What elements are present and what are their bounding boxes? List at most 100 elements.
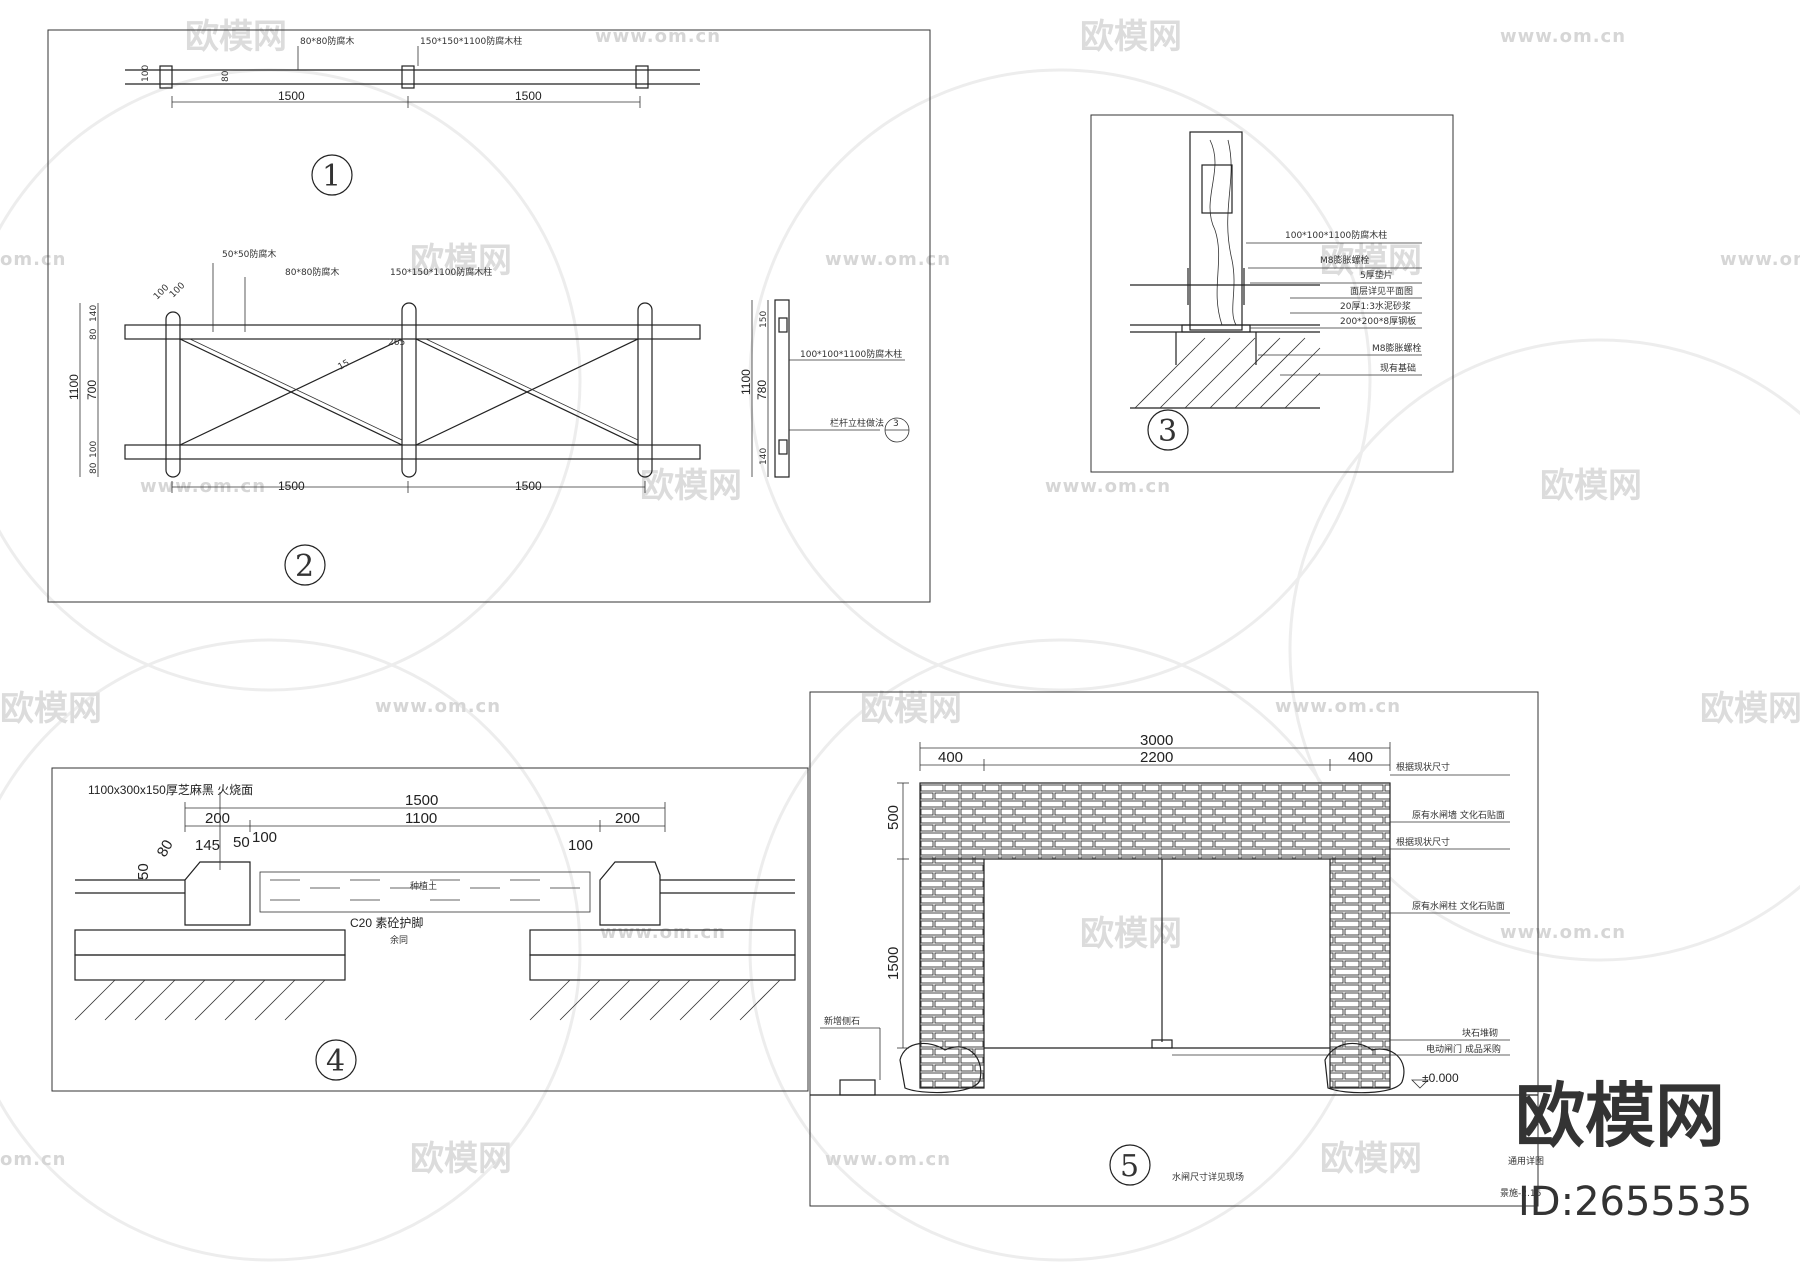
watermark-text: 欧模网 <box>1080 914 1182 954</box>
watermark-url: www.om.cn <box>825 1149 951 1170</box>
callout-text: 电动闸门 成品采购 <box>1426 1043 1501 1055</box>
sheet-number: 景施-2.16 <box>1500 1187 1542 1199</box>
reference-number: 3 <box>893 419 899 429</box>
watermark-text: 欧模网 <box>185 17 287 57</box>
dim-text: 400 <box>938 749 963 766</box>
dim-text: 3000 <box>1140 732 1173 749</box>
dim-text: 140 <box>89 305 99 322</box>
dim-text: 1100 <box>405 810 437 827</box>
frame-detail-3 <box>1090 114 1454 473</box>
dim-text: 50 <box>135 863 152 880</box>
watermark-text: 欧模网 <box>1540 466 1642 506</box>
callout-text: 200*200*8厚钢板 <box>1340 315 1416 327</box>
watermark-url: www.om.cn <box>140 476 266 497</box>
callout-text: 根据现状尺寸 <box>1396 836 1450 848</box>
callout-text: 根据现状尺寸 <box>1396 761 1450 773</box>
dim-text: 15 <box>337 358 352 372</box>
watermark-url: om.cn <box>0 1149 66 1170</box>
callout-text: 20厚1:3水泥砂浆 <box>1340 300 1411 312</box>
dim-text: 1500 <box>515 479 542 493</box>
dim-text: 500 <box>885 805 902 830</box>
brand-logo: 欧模网 <box>1515 1075 1725 1157</box>
callout-text: 5厚垫片 <box>1360 269 1393 281</box>
dim-text: 80 <box>154 837 177 860</box>
watermark-text: 欧模网 <box>0 689 102 729</box>
detail-2-elevation: 1500 1500 1100 700 140 80 100 80 50*50防腐… <box>67 248 910 586</box>
callout-text: 余同 <box>390 934 408 946</box>
watermark-text: 欧模网 <box>860 689 962 729</box>
frame-detail-5 <box>809 691 1539 1207</box>
dim-text: 1500 <box>278 89 305 103</box>
watermark-layer: 欧模网 欧模网 欧模网 欧模网 欧模网 欧模网 欧模网 欧模网 欧模网 欧模网 … <box>0 17 1800 1262</box>
dim-text: 80 <box>89 328 99 340</box>
dim-text: 145 <box>195 837 220 854</box>
detail-number: 3 <box>1158 414 1177 449</box>
watermark-url: www.om.cn <box>1500 922 1626 943</box>
watermark-url: www.om.cn <box>1500 26 1626 47</box>
dim-text: 100 <box>252 829 277 846</box>
callout-text: 80*80防腐木 <box>300 35 354 47</box>
callout-text: C20 素砼护脚 <box>350 915 423 930</box>
callout-text: 150*150*1100防腐木柱 <box>390 266 492 278</box>
detail-3-section: 100*100*1100防腐木柱 M8膨胀螺栓 5厚垫片 面层详见平面图 20厚… <box>1130 131 1422 451</box>
watermark-url: om.cn <box>0 249 66 270</box>
dim-text: 1100 <box>67 374 81 400</box>
watermark-url: www.om.cn <box>1720 249 1800 270</box>
level-text: ±0.000 <box>1422 1071 1459 1085</box>
dim-text: 1500 <box>405 792 438 809</box>
dim-text: 200 <box>205 810 230 827</box>
watermark-url: www.om.cn <box>825 249 951 270</box>
callout-text: 100*100*1100防腐木柱 <box>1285 229 1387 241</box>
brand-mark: 欧模网 ID:2655535 <box>1515 1075 1752 1225</box>
dim-text: 1500 <box>885 947 902 980</box>
frame-detail-4 <box>51 767 809 1092</box>
detail-1-plan: 1500 1500 80*80防腐木 150*150*1100防腐木柱 100 … <box>125 35 700 196</box>
callout-text: 面层详见平面图 <box>1350 285 1413 297</box>
callout-text: 80*80防腐木 <box>285 266 339 278</box>
watermark-text: 欧模网 <box>1320 1139 1422 1179</box>
dim-text: 780 <box>755 380 769 400</box>
dim-text: 150 <box>759 311 769 328</box>
callout-text: 150*150*1100防腐木柱 <box>420 35 522 47</box>
dim-text: 100 <box>141 65 151 82</box>
callout-text: 块石堆砌 <box>1462 1027 1498 1039</box>
dim-text: 200 <box>615 810 640 827</box>
dim-text: 100 <box>89 441 99 458</box>
dim-text: 50 <box>233 834 250 851</box>
caption-text: 水闸尺寸详见现场 <box>1172 1171 1244 1183</box>
callout-text: 种植土 <box>410 880 437 892</box>
detail-number: 2 <box>295 549 314 584</box>
watermark-text: 欧模网 <box>410 1139 512 1179</box>
watermark-url: www.om.cn <box>595 26 721 47</box>
detail-number: 4 <box>326 1044 345 1079</box>
callout-text: 50*50防腐木 <box>222 248 276 260</box>
brand-id: ID:2655535 <box>1518 1179 1752 1225</box>
dim-text: 1500 <box>515 89 542 103</box>
dim-text: 140 <box>759 448 769 465</box>
callout-text: 现有基础 <box>1380 362 1416 374</box>
watermark-url: www.om.cn <box>600 922 726 943</box>
watermark-url: www.om.cn <box>375 696 501 717</box>
detail-4-section: 1500 200 1100 200 145 50 100 100 50 80 1… <box>74 782 796 1081</box>
watermark-text: 欧模网 <box>1080 17 1182 57</box>
detail-5-elevation: 3000 400 2200 400 500 1500 根据现状尺寸 原有水闸墙 … <box>810 732 1544 1199</box>
callout-text: 100*100*1100防腐木柱 <box>800 348 902 360</box>
callout-text: 原有水闸墙 文化石贴面 <box>1412 809 1505 821</box>
watermark-url: www.om.cn <box>1275 696 1401 717</box>
detail-number: 1 <box>322 159 341 194</box>
frame-detail-1-2 <box>47 29 931 603</box>
dim-text: 265 <box>388 338 405 348</box>
callout-text: 栏杆立柱做法 <box>830 417 884 429</box>
watermark-text: 欧模网 <box>640 466 742 506</box>
dim-text: 100 <box>568 837 593 854</box>
callout-text: 新增侧石 <box>824 1015 860 1027</box>
watermark-text: 欧模网 <box>410 241 512 281</box>
callout-text: 原有水闸柱 文化石贴面 <box>1412 900 1505 912</box>
watermark-text: 欧模网 <box>1320 241 1422 281</box>
dim-text: 80 <box>221 70 231 82</box>
watermark-text: 欧模网 <box>1700 689 1800 729</box>
dim-text: 100 <box>168 281 187 300</box>
detail-number: 5 <box>1120 1149 1139 1184</box>
dim-text: 700 <box>85 380 99 400</box>
